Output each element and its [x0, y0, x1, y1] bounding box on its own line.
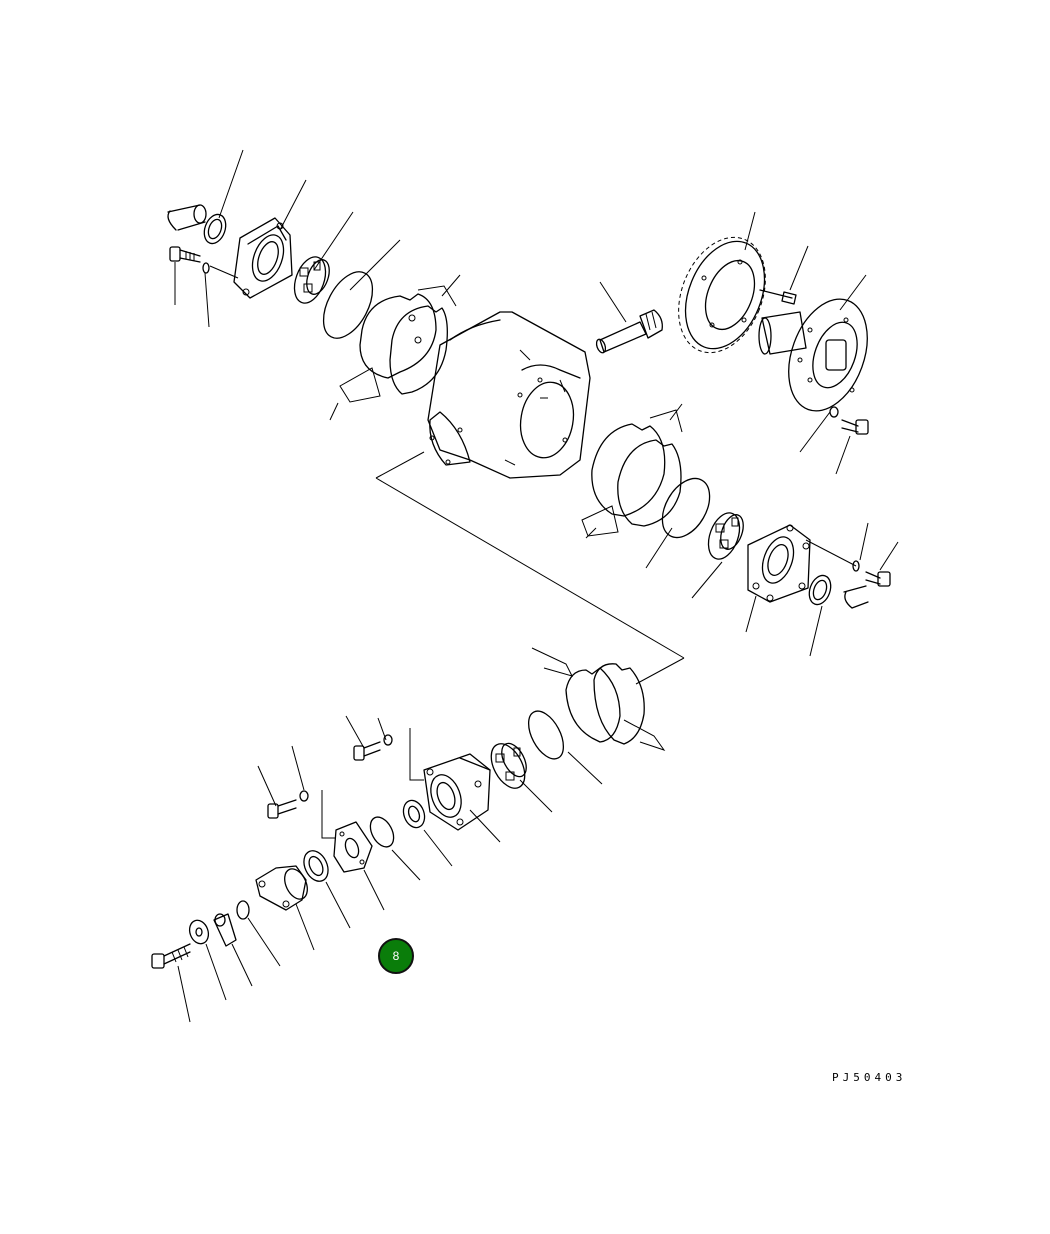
small-o-ring: [369, 816, 395, 848]
lock-plate: [213, 913, 237, 947]
left-bearing-cage: [233, 217, 293, 299]
pinion-nut: [402, 799, 426, 829]
left-o-ring: [322, 271, 374, 339]
right-tapered-bearing: [707, 512, 744, 560]
ring-gear-pin: [759, 289, 797, 305]
right-shim-set: [581, 409, 683, 537]
lower-o-ring: [527, 710, 565, 760]
flange-washer: [188, 919, 210, 945]
upper-cage-bolt: [353, 741, 381, 761]
lower-shim-set: [531, 647, 666, 751]
lower-cage-washer: [299, 790, 309, 802]
left-washer: [202, 262, 210, 274]
right-washer: [852, 560, 860, 572]
right-oil-seal: [808, 574, 832, 606]
callout-badge[interactable]: 8: [378, 938, 414, 974]
left-axle-shaft-stub: [167, 204, 207, 231]
right-bolt: [865, 571, 891, 587]
companion-flange-yoke: [255, 865, 308, 911]
seal-retainer-plate: [333, 821, 373, 873]
left-bolt: [169, 246, 201, 263]
lower-cage-bolt: [267, 799, 297, 819]
right-axle-shaft-stub: [843, 585, 869, 609]
lower-tapered-bearing: [490, 742, 527, 789]
pinion-bearing-cage: [423, 753, 491, 831]
upper-cage-washer: [383, 734, 393, 746]
leader-lines: [174, 149, 899, 1023]
differential-case: [758, 298, 868, 412]
right-o-ring: [661, 477, 711, 539]
ring-gear: [678, 236, 766, 354]
left-tapered-bearing: [293, 256, 330, 304]
flange-bolt: [151, 943, 191, 969]
pinion-oil-seal: [303, 850, 329, 882]
drawing-code: PJ50403: [832, 1071, 907, 1084]
left-oil-seal: [203, 213, 227, 245]
left-shim-set: [339, 285, 457, 403]
diff-case-bolt: [841, 419, 869, 435]
small-seal-ring: [236, 900, 250, 920]
diff-case-washer: [829, 406, 839, 418]
right-bearing-cage: [747, 524, 811, 603]
pinion-gear-shaft: [595, 309, 663, 354]
differential-housing: [427, 311, 591, 479]
